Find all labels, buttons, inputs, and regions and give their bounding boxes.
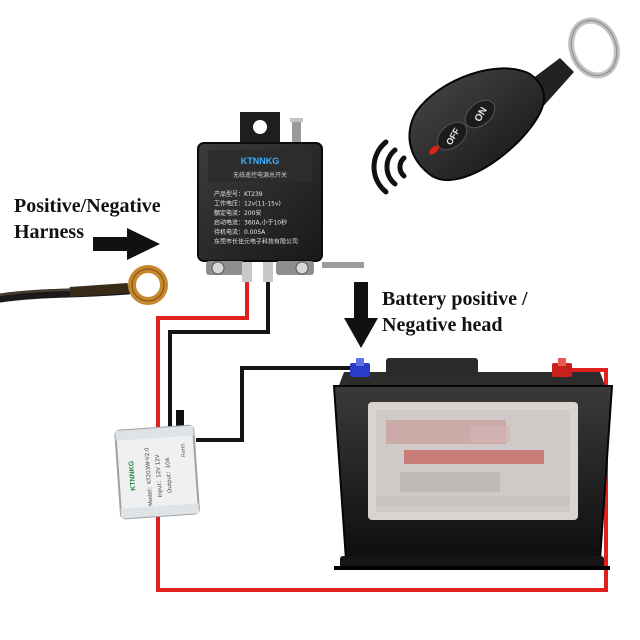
battery-terminal-label: Battery positive / Negative head (382, 286, 528, 338)
battery-label-line-2: Negative head (382, 314, 503, 336)
relay-spec-line: 东莞市长佳元电子科技有限公司 (214, 238, 298, 246)
receiver-spec-line: Model：KT203W-V2.0 (144, 447, 154, 506)
harness-label-line-1: Positive/Negative (14, 195, 161, 217)
remote-control: ON OFF (408, 17, 620, 181)
relay-spec-line: 待机电流：0.005A (214, 228, 266, 236)
arrow-down-icon (344, 282, 378, 348)
relay-brand: KTNNKG (241, 156, 280, 166)
on-button[interactable]: ON (460, 95, 500, 134)
battery-label (368, 402, 578, 520)
off-button[interactable]: OFF (432, 117, 472, 156)
relay-specs: 产品型号：KT239 工作电压：12v(11-15v)额定电流：200安启动电流：… (214, 190, 298, 246)
receiver-spec-line: Output：10A (165, 457, 173, 493)
black-wire-relay-to-receiver (168, 275, 270, 432)
receiver-brand: KTNNKG (128, 460, 137, 491)
car-battery (332, 358, 614, 570)
harness-label-line-2: Harness (14, 221, 84, 243)
relay-spec-line: 启动电流：360A,小于10秒 (214, 219, 287, 227)
red-wire-group (156, 275, 608, 592)
led-indicator (429, 145, 439, 155)
positive-terminal (552, 358, 572, 377)
relay-subtitle: 无线遥控电源总开关 (233, 171, 287, 179)
receiver-spec-line: Input：12V 12V (155, 454, 164, 498)
receiver-cert: RoHS (180, 443, 187, 457)
battery-label-line-1: Battery positive / (382, 288, 528, 310)
wireless-signal-icon (371, 139, 407, 195)
red-wire-receiver-to-battery (156, 368, 608, 592)
negative-terminal (350, 358, 370, 377)
black-wire-group (168, 275, 364, 442)
relay-spec-line: 产品型号：KT239 (214, 190, 263, 198)
harness-label: Positive/Negative Harness (14, 193, 161, 245)
black-wire-receiver-to-battery (196, 366, 364, 442)
arrow-right-icon (93, 228, 160, 260)
harness-cable (0, 265, 168, 305)
relay-spec-line: 额定电流：200安 (214, 209, 261, 217)
red-wire-relay-to-receiver (156, 275, 249, 432)
relay-switch: KTNNKG 无线遥控电源总开关 产品型号：KT239 工作电压：12v(11-1… (197, 112, 364, 282)
relay-spec-line: 工作电压：12v(11-15v) (214, 200, 281, 208)
